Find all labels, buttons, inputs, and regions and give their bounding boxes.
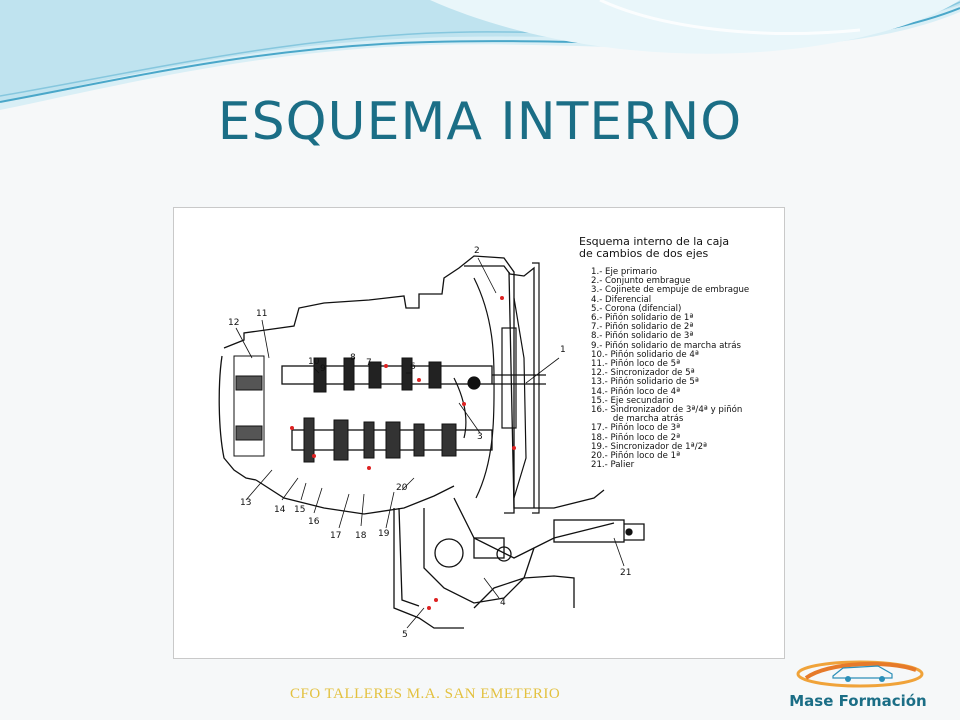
callout-7: 7 [366, 358, 372, 368]
legend-item: 10.- Piñón solidario de 4ª [591, 349, 699, 360]
legend-title-line1: Esquema interno de la caja [579, 235, 730, 248]
callout-12: 12 [228, 318, 240, 328]
callout-16: 16 [308, 517, 320, 527]
callout-21: 21 [620, 568, 632, 578]
callout-5: 5 [402, 630, 408, 640]
callout-4: 4 [500, 598, 506, 608]
callout-15: 15 [294, 505, 306, 515]
legend-item: 19.- Sincronizador de 1ª/2ª [591, 441, 708, 452]
callout-2: 2 [474, 246, 480, 256]
legend-item: 8.- Piñón solidario de 3ª [591, 331, 694, 342]
legend-item: 9.- Piñón solidario de marcha atrás [591, 340, 741, 351]
legend-title: Esquema interno de la caja de cambios de… [579, 236, 779, 260]
callout-6: 6 [410, 362, 416, 372]
legend-item: 1.- Eje primario [591, 267, 658, 277]
legend-item: 6.- Piñón solidario de 1ª [591, 313, 694, 324]
legend-item: 20.- Piñón loco de 1ª [591, 451, 681, 462]
legend-item: 2.- Conjunto embrague [591, 276, 691, 287]
legend-item: 17.- Piñón loco de 3ª [591, 423, 681, 434]
car-swoosh-icon [796, 660, 924, 688]
figure-legend: Esquema interno de la caja de cambios de… [579, 236, 779, 470]
callout-1: 1 [560, 345, 566, 355]
brand-name: Mase Formación [789, 692, 927, 710]
legend-list: 1.- Eje primario 2.- Conjunto embrague 3… [591, 267, 779, 471]
gearbox-figure: Esquema interno de la caja de cambios de… [173, 207, 785, 659]
callout-10: 10 [308, 357, 320, 367]
gearbox-cross-section-drawing [218, 255, 645, 629]
callout-19: 19 [378, 529, 390, 539]
legend-item: 15.- Eje secundario [591, 395, 674, 406]
brand-logo: Mase Formación [788, 656, 928, 716]
legend-item: 18.- Piñón loco de 2ª [591, 432, 681, 443]
legend-item: 14.- Piñón loco de 4ª [591, 386, 681, 397]
legend-item: 13.- Piñón solidario de 5ª [591, 377, 699, 388]
callout-20: 20 [396, 483, 408, 493]
callout-3: 3 [477, 432, 483, 442]
legend-item: 3.- Cojinete de empuje de embrague [591, 285, 750, 296]
legend-item: 5.- Corona (difencial) [591, 303, 682, 314]
legend-item: 7.- Piñón solidario de 2ª [591, 322, 694, 333]
callout-9: 9 [320, 364, 326, 374]
footer-text: CFO TALLERES M.A. SAN EMETERIO [290, 686, 561, 702]
legend-title-line2: de cambios de dos ejes [579, 247, 709, 260]
legend-item: 11.- Piñón loco de 5ª [591, 359, 681, 370]
legend-item: de marcha atrás [591, 414, 684, 425]
legend-item: 21.- Palier [591, 460, 635, 471]
callout-18: 18 [355, 531, 367, 541]
callout-13: 13 [240, 498, 252, 508]
callout-14: 14 [274, 505, 286, 515]
legend-item: 12.- Sincronizador de 5ª [591, 368, 695, 379]
callout-8: 8 [350, 353, 356, 363]
callout-11: 11 [256, 309, 268, 319]
callout-17: 17 [330, 531, 342, 541]
legend-item: 4.- Diferencial [591, 294, 652, 305]
legend-item: 16.- Sindronizador de 3ª/4ª y piñón [591, 405, 743, 416]
slide-title: ESQUEMA INTERNO [217, 92, 743, 152]
